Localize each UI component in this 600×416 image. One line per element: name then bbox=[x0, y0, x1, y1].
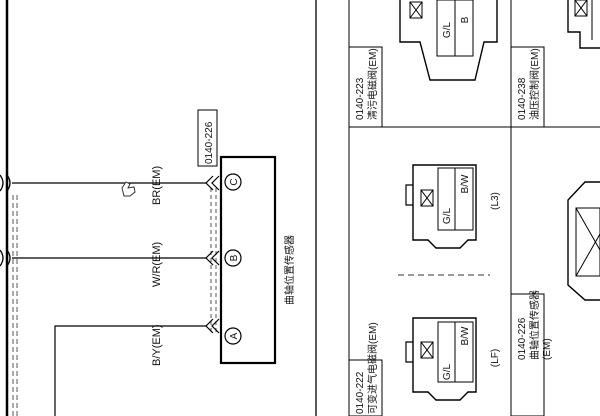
terminal-chevron-icon bbox=[205, 175, 220, 191]
connector-code-box bbox=[197, 109, 218, 167]
hand-pointer-icon bbox=[121, 181, 136, 197]
svg-text:G/L: G/L bbox=[442, 22, 453, 39]
purge-valve-name: 清污电磁阀(EM) bbox=[366, 48, 379, 120]
crank-panel-code: 0140-226 bbox=[517, 317, 528, 360]
wire-a bbox=[54, 325, 207, 416]
wire-label-b: W/R(EM) bbox=[151, 242, 163, 287]
connector-view-l3: G/L B/W (L3) bbox=[405, 164, 501, 249]
connector-stub bbox=[6, 174, 11, 192]
svg-text:(LF): (LF) bbox=[490, 349, 501, 367]
svg-text:B/W: B/W bbox=[460, 174, 471, 193]
connector-name: 曲轴位置传感器 bbox=[283, 235, 296, 305]
connector-stub bbox=[6, 249, 11, 267]
crank-panel-name: 曲轴位置传感器 bbox=[528, 290, 541, 360]
connector-stub bbox=[0, 249, 4, 267]
connector-code: 0140-226 bbox=[204, 121, 215, 164]
oil-valve-code: 0140-238 bbox=[517, 77, 528, 120]
svg-text:(L3): (L3) bbox=[490, 192, 501, 210]
panel-label-box bbox=[348, 359, 383, 416]
terminal-chevron-icon bbox=[205, 318, 220, 334]
wire-label-a: B/Y(EM) bbox=[151, 324, 163, 366]
purge-valve-connector-view: G/L B bbox=[399, 0, 498, 81]
crank-sensor-connector-view bbox=[567, 181, 600, 301]
panel-label-box bbox=[510, 293, 545, 416]
svg-text:G/L: G/L bbox=[442, 364, 453, 381]
connector-stub bbox=[0, 174, 4, 192]
svg-text:B/W: B/W bbox=[460, 326, 471, 345]
connector-view-lf: G/L B/W (LF) bbox=[405, 317, 501, 401]
vvt-valve-name: 可变进气电磁阀(EM) bbox=[366, 322, 379, 414]
svg-text:G/L: G/L bbox=[442, 208, 453, 225]
panel-label-box bbox=[348, 46, 383, 128]
pin-a-label: A bbox=[229, 332, 240, 339]
crank-panel-sub: (EM) bbox=[542, 338, 553, 360]
vvt-valve-code: 0140-222 bbox=[355, 371, 366, 414]
pin-b-label: B bbox=[229, 254, 240, 261]
svg-text:B: B bbox=[460, 16, 471, 23]
pin-b-circle bbox=[224, 249, 242, 267]
panel-label-box bbox=[510, 46, 545, 128]
oil-valve-name: 油压控制阀(EM) bbox=[528, 48, 541, 120]
purge-valve-code: 0140-223 bbox=[355, 77, 366, 120]
pin-c-label: C bbox=[229, 178, 240, 185]
wire-label-c: BR(EM) bbox=[151, 166, 163, 205]
pin-c-circle bbox=[224, 173, 242, 191]
terminal-chevron-icon bbox=[205, 250, 220, 266]
oil-valve-connector-view bbox=[567, 0, 600, 49]
pin-a-circle bbox=[224, 327, 242, 345]
